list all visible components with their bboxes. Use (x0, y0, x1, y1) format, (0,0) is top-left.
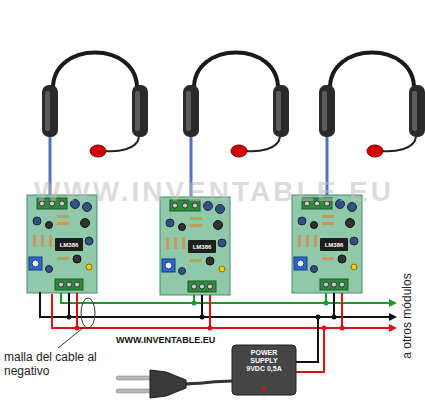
junction-dot (322, 326, 327, 331)
node-text: 9VDC 0,5A (246, 365, 281, 373)
power-supply: POWER SUPPLY9VDC 0,5A (232, 345, 296, 387)
ic-chip: LM386 (55, 238, 83, 251)
junction-dot (200, 315, 205, 320)
power-led (262, 387, 266, 391)
headset (183, 53, 289, 158)
junction-dot (192, 301, 197, 306)
node-text: LM386 (193, 244, 212, 250)
junction-dot (67, 315, 72, 320)
black-wire (296, 317, 318, 362)
junction-dot (324, 301, 329, 306)
black-wire (333, 293, 335, 317)
arrow-head (389, 324, 397, 332)
power-supply-box (232, 345, 296, 395)
ic-chip: LM386 (320, 238, 348, 251)
website-label: WWW.INVENTABLE.EU (116, 335, 215, 345)
black-wire (40, 292, 390, 317)
node-text: LM386 (325, 242, 344, 248)
node-text: LM386 (60, 242, 79, 248)
power-cable (184, 381, 232, 384)
junction-dot (208, 326, 213, 331)
ic-chip: LM386 (188, 240, 216, 253)
red-wire (52, 294, 390, 328)
junction-dots (67, 301, 345, 331)
headset (42, 53, 148, 158)
junction-dot (316, 315, 321, 320)
plug-body (150, 370, 186, 398)
red-wire (209, 295, 211, 328)
junction-dot (340, 326, 345, 331)
pcb-module (292, 195, 362, 293)
green-wire (61, 293, 390, 303)
headset (319, 53, 425, 158)
node-text: POWER SUPPLY (242, 349, 286, 365)
junction-dot (332, 315, 337, 320)
black-wire (201, 295, 203, 317)
callout-label: malla del cable al negativo (4, 350, 102, 379)
arrow-head (389, 313, 397, 321)
callout-ellipse (81, 298, 95, 328)
side-label: a otros módulos (399, 273, 413, 358)
red-wire (296, 328, 324, 372)
arrow-head (389, 299, 397, 307)
red-wire (341, 293, 343, 328)
junction-dot (75, 326, 80, 331)
leader-line (58, 327, 84, 348)
pcb-module (27, 195, 97, 293)
pcb-module (160, 197, 230, 295)
watermark: WWW.INVENTABLE.EU (34, 176, 394, 208)
plug-prong (116, 376, 152, 380)
red-wire (76, 293, 78, 328)
plug-prong (116, 389, 152, 393)
black-wire (68, 293, 70, 317)
